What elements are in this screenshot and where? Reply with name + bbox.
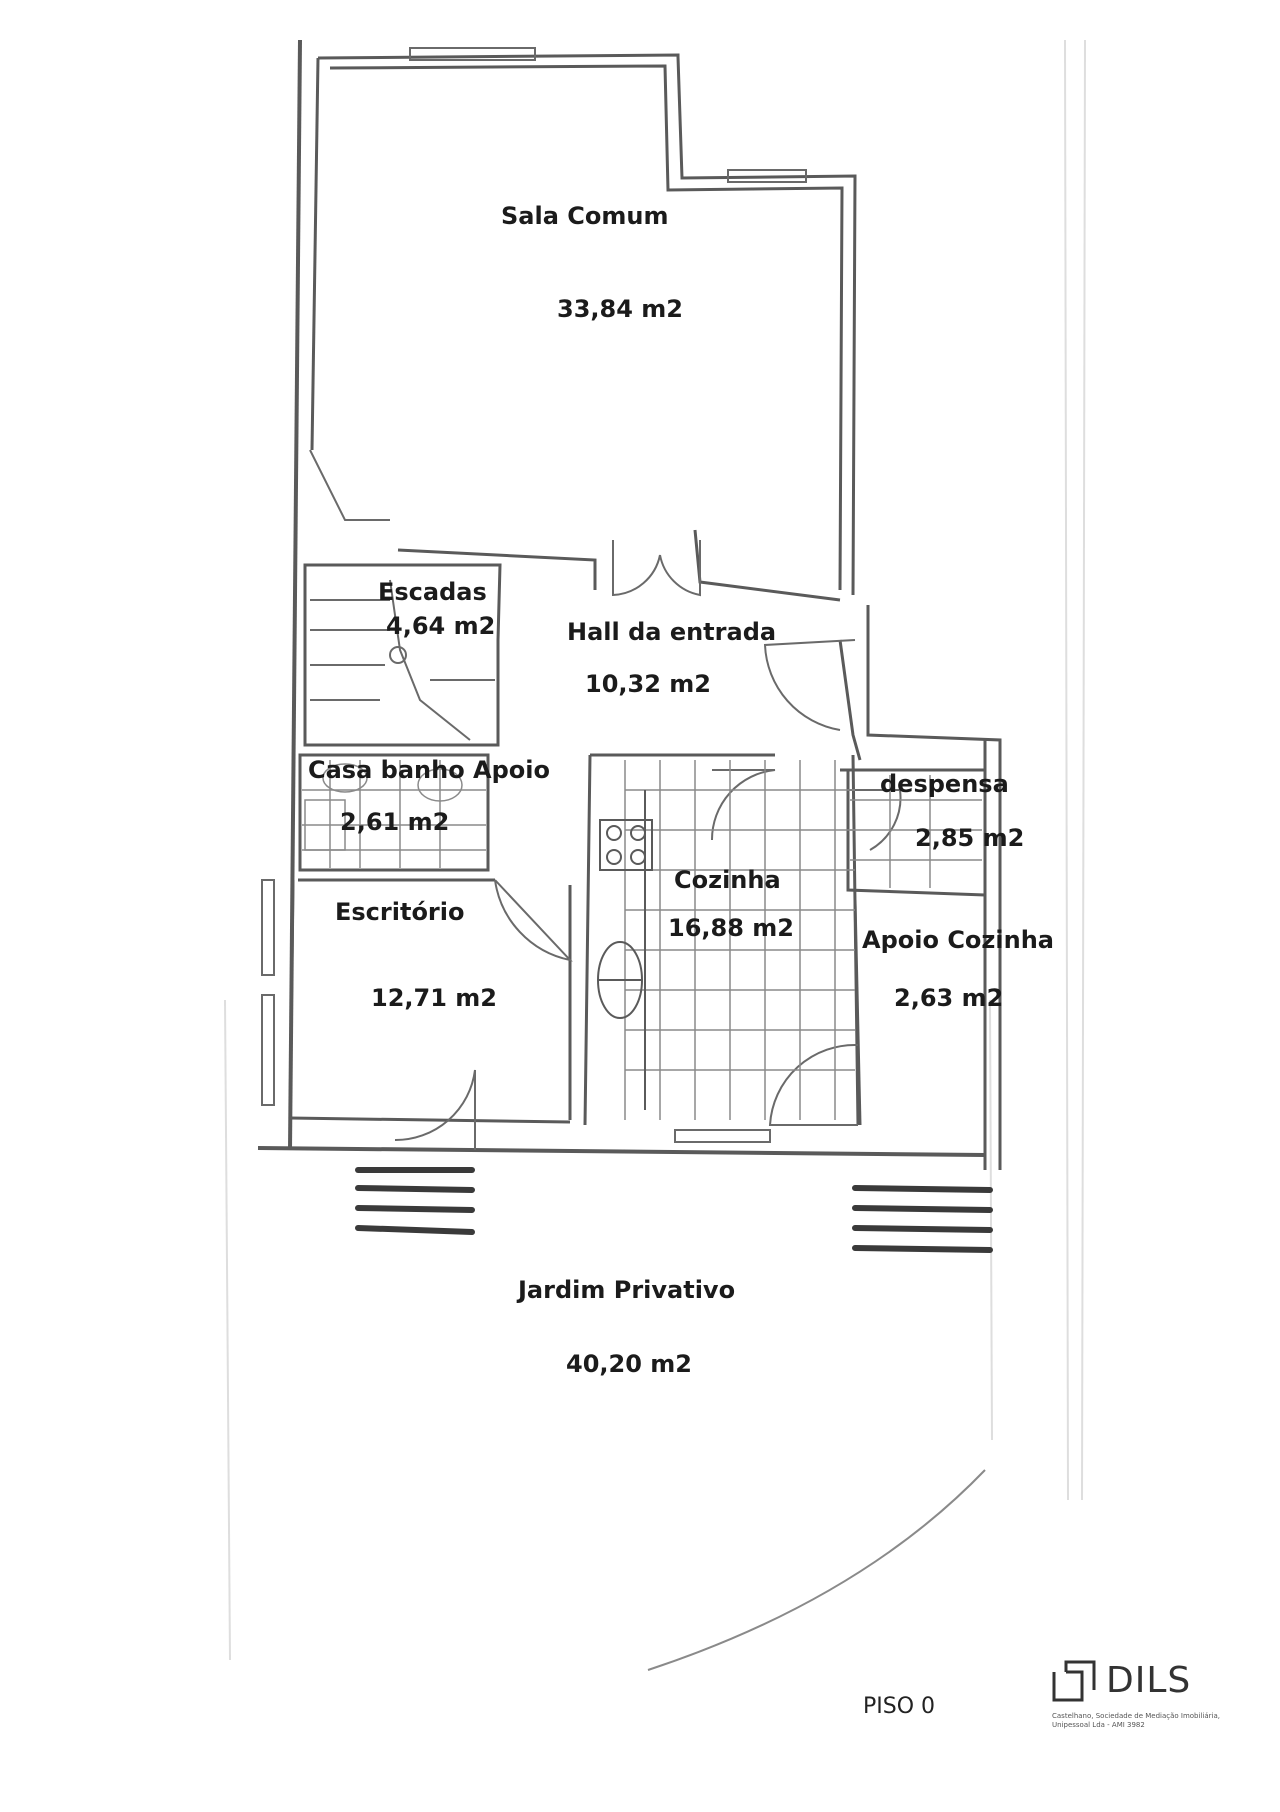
room-name-escadas: Escadas — [378, 578, 487, 606]
escritorio-box — [288, 878, 572, 1120]
hall-right-wall — [838, 639, 862, 761]
room-name-despensa: despensa — [880, 770, 1009, 798]
floor-label: PISO 0 — [863, 1694, 936, 1719]
room-area-hall: 10,32 m2 — [585, 670, 711, 698]
room-name-escritorio: Escritório — [335, 898, 465, 926]
stairs — [310, 579, 495, 741]
garden-boundary — [647, 1469, 986, 1671]
room-name-casa-banho: Casa banho Apoio — [308, 756, 550, 784]
apoio-divider — [853, 899, 862, 1126]
door-hall — [763, 639, 856, 731]
room-area-jardim: 40,20 m2 — [566, 1350, 692, 1378]
brand-name: DILS — [1106, 1660, 1192, 1701]
kitchen-tiles — [624, 760, 855, 1120]
despensa-box — [840, 768, 986, 897]
casa-banho-box — [298, 753, 490, 872]
room-area-escritorio: 12,71 m2 — [371, 984, 497, 1012]
doors — [309, 449, 902, 1150]
door-sala-right — [659, 540, 701, 597]
room-area-apoio-cozinha: 2,63 m2 — [894, 984, 1004, 1012]
brand-subtitle: Castelhano, Sociedade de Mediação Imobil… — [1052, 1712, 1220, 1729]
left-wall-inner — [310, 57, 320, 451]
cooktop — [599, 819, 653, 871]
room-area-casa-banho: 2,61 m2 — [340, 808, 450, 836]
sala-bottom-wall-right — [693, 529, 841, 602]
door-garden — [394, 1069, 476, 1150]
room-name-apoio-cozinha: Apoio Cozinha — [862, 926, 1054, 954]
door-despensa — [848, 789, 902, 851]
room-name-cozinha: Cozinha — [674, 866, 781, 894]
room-area-sala: 33,84 m2 — [557, 295, 683, 323]
bathroom-tiles — [302, 760, 486, 868]
right-wall — [866, 605, 1002, 1170]
entrance-arrow-left-icon — [355, 1167, 475, 1235]
sala-bottom-wall — [397, 548, 597, 590]
bottom-wall-inner — [289, 1116, 571, 1124]
room-name-sala: Sala Comum — [501, 202, 669, 230]
door-sala-left — [612, 540, 661, 597]
despensa-shelves — [850, 775, 982, 888]
room-area-cozinha: 16,88 m2 — [668, 914, 794, 942]
bottom-wall — [257, 1146, 986, 1157]
kitchen-appliances — [597, 790, 653, 1110]
room-name-hall: Hall da entrada — [567, 618, 777, 646]
door-corner — [309, 449, 390, 521]
outer-walls — [257, 39, 1002, 1170]
windows — [261, 47, 807, 1143]
door-escritorio — [494, 879, 573, 962]
door-apoio — [768, 1043, 859, 1126]
sala-outer-wall — [317, 53, 857, 596]
scan-background — [224, 39, 1086, 1661]
room-area-despensa: 2,85 m2 — [915, 824, 1025, 852]
sala-outer-wall-inner — [329, 64, 844, 591]
escadas-box — [303, 563, 502, 747]
room-name-jardim: Jardim Privativo — [518, 1276, 736, 1304]
entrance-arrow-right-icon — [852, 1185, 993, 1253]
dils-logo-icon — [1052, 1660, 1096, 1702]
room-area-escadas: 4,64 m2 — [386, 612, 496, 640]
